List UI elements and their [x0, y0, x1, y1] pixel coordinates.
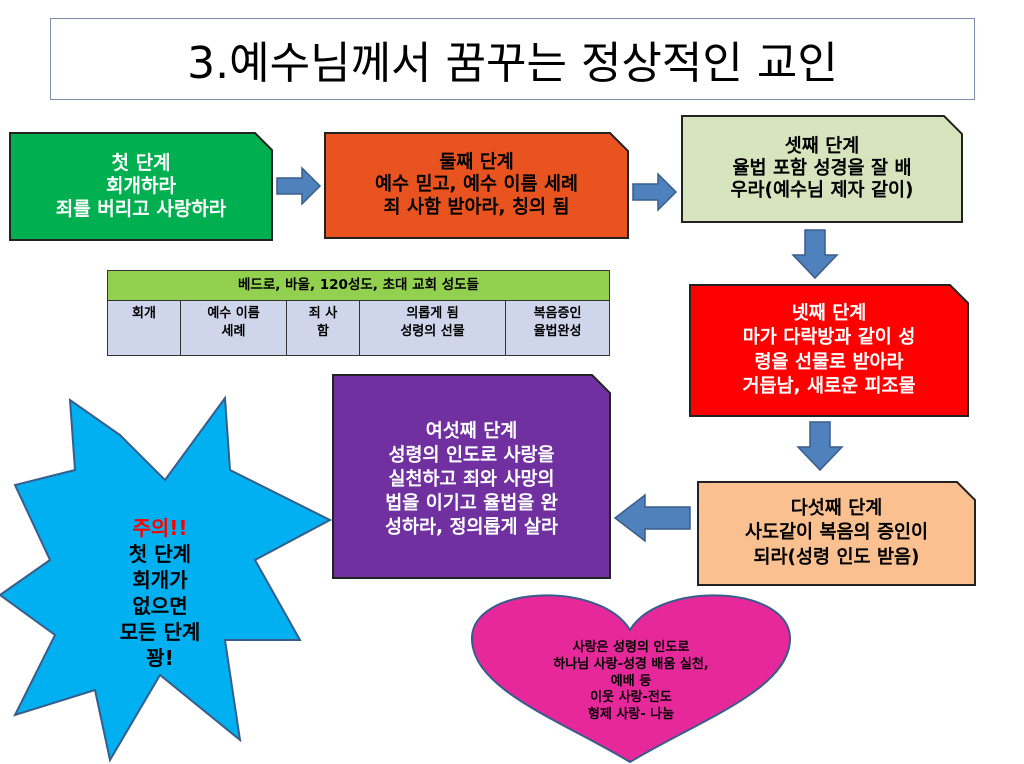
- step1-box: [9, 132, 273, 241]
- step-line: 거듭남, 새로운 피조물: [742, 375, 916, 397]
- heart-text: 사랑은 성령의 인도로 하나님 사랑-성경 배움 실천, 예배 등 이웃 사랑-…: [520, 632, 742, 732]
- cell-line: 죄 사: [308, 306, 338, 321]
- arrow-left-icon: [613, 493, 691, 543]
- warning-title: 주의!!: [132, 515, 188, 540]
- step-line: 되라(성령 인도 받음): [753, 546, 920, 568]
- step-line: 죄를 버리고 사랑하라: [55, 197, 227, 220]
- step6-box: [332, 374, 611, 579]
- step5-text: 다섯째 단계 사도같이 복음의 증인이 되라(성령 인도 받음): [698, 482, 975, 585]
- step-line: 율법 포함 성경을 잘 배: [732, 157, 912, 179]
- step-line: 실천하고 죄와 사망의: [388, 469, 555, 491]
- heart-line: 사랑은 성령의 인도로: [572, 639, 690, 655]
- step3-box: [681, 115, 963, 223]
- cell-line: 예수 이름: [207, 306, 260, 321]
- warning-line: 모든 단계: [119, 619, 201, 644]
- heart-line: 하나님 사랑-성경 배움 실천,: [553, 656, 709, 672]
- cell-line: 율법완성: [533, 323, 582, 339]
- warning-line: 꽝!: [146, 645, 174, 670]
- heart-line: 예배 등: [610, 673, 652, 689]
- step-line: 사도같이 복음의 증인이: [744, 522, 929, 544]
- warning-line: 회개가: [132, 567, 188, 592]
- step6-text: 여섯째 단계 성령의 인도로 사랑을 실천하고 죄와 사망의 법을 이기고 율법…: [333, 375, 610, 578]
- step-label: 셋째 단계: [784, 135, 860, 157]
- warning-text: 주의!! 첫 단계 회개가 없으면 모든 단계 꽝!: [80, 495, 240, 690]
- cell-line: 회개: [132, 306, 156, 321]
- arrow-right-icon: [276, 166, 322, 206]
- cell-line: 세례: [221, 323, 246, 339]
- step2-text: 둘째 단계 예수 믿고, 예수 이름 세례 죄 사함 받아라, 칭의 됨: [325, 133, 628, 238]
- cell-line: 함: [317, 323, 329, 339]
- step-line: 우라(예수님 제자 같이): [730, 180, 914, 202]
- step4-box: [689, 284, 969, 417]
- heart-line: 형제 사랑- 나눔: [587, 707, 675, 723]
- step-label: 넷째 단계: [791, 303, 867, 325]
- step-line: 회개하라: [106, 175, 176, 198]
- page-title: 3.예수님께서 꿈꾸는 정상적인 교인: [50, 18, 975, 100]
- step-line: 성령의 인도로 사랑을: [388, 445, 555, 467]
- step-line: 마가 다락방과 같이 성: [742, 327, 916, 349]
- step-line: 죄 사함 받아라, 칭의 됨: [383, 196, 570, 218]
- table-header: 베드로, 바울, 120성도, 초대 교회 성도들: [107, 270, 610, 301]
- arrow-right-icon: [632, 172, 678, 212]
- step3-text: 셋째 단계 율법 포함 성경을 잘 배 우라(예수님 제자 같이): [682, 116, 962, 222]
- table-cell: 회개: [107, 300, 181, 356]
- step-line: 법을 이기고 율법을 완: [385, 493, 558, 515]
- step-line: 령을 선물로 받아라: [754, 351, 904, 373]
- warning-line: 없으면: [132, 593, 188, 618]
- step-label: 둘째 단계: [439, 152, 514, 174]
- cell-line: 성령의 선물: [400, 323, 465, 339]
- warning-line: 첫 단계: [128, 541, 192, 566]
- arrow-down-icon: [791, 229, 839, 280]
- warning-star-shape: [0, 395, 333, 763]
- arrow-down-icon: [796, 421, 844, 472]
- step2-box: [324, 132, 629, 239]
- step5-box: [697, 481, 976, 586]
- step-label: 여섯째 단계: [425, 421, 518, 442]
- step-line: 성하라, 정의롭게 살라: [384, 517, 559, 539]
- step4-text: 넷째 단계 마가 다락방과 같이 성 령을 선물로 받아라 거듭남, 새로운 피…: [690, 285, 968, 416]
- step-label: 첫 단계: [111, 152, 171, 175]
- heart-shape: [470, 594, 792, 764]
- step-line: 예수 믿고, 예수 이름 세례: [375, 174, 578, 196]
- step-label: 다섯째 단계: [790, 498, 883, 520]
- cell-line: 의롭게 됨: [406, 306, 459, 321]
- step1-text: 첫 단계 회개하라 죄를 버리고 사랑하라: [10, 133, 272, 240]
- heart-line: 이웃 사랑-전도: [590, 690, 672, 706]
- cell-line: 복음증인: [533, 306, 582, 321]
